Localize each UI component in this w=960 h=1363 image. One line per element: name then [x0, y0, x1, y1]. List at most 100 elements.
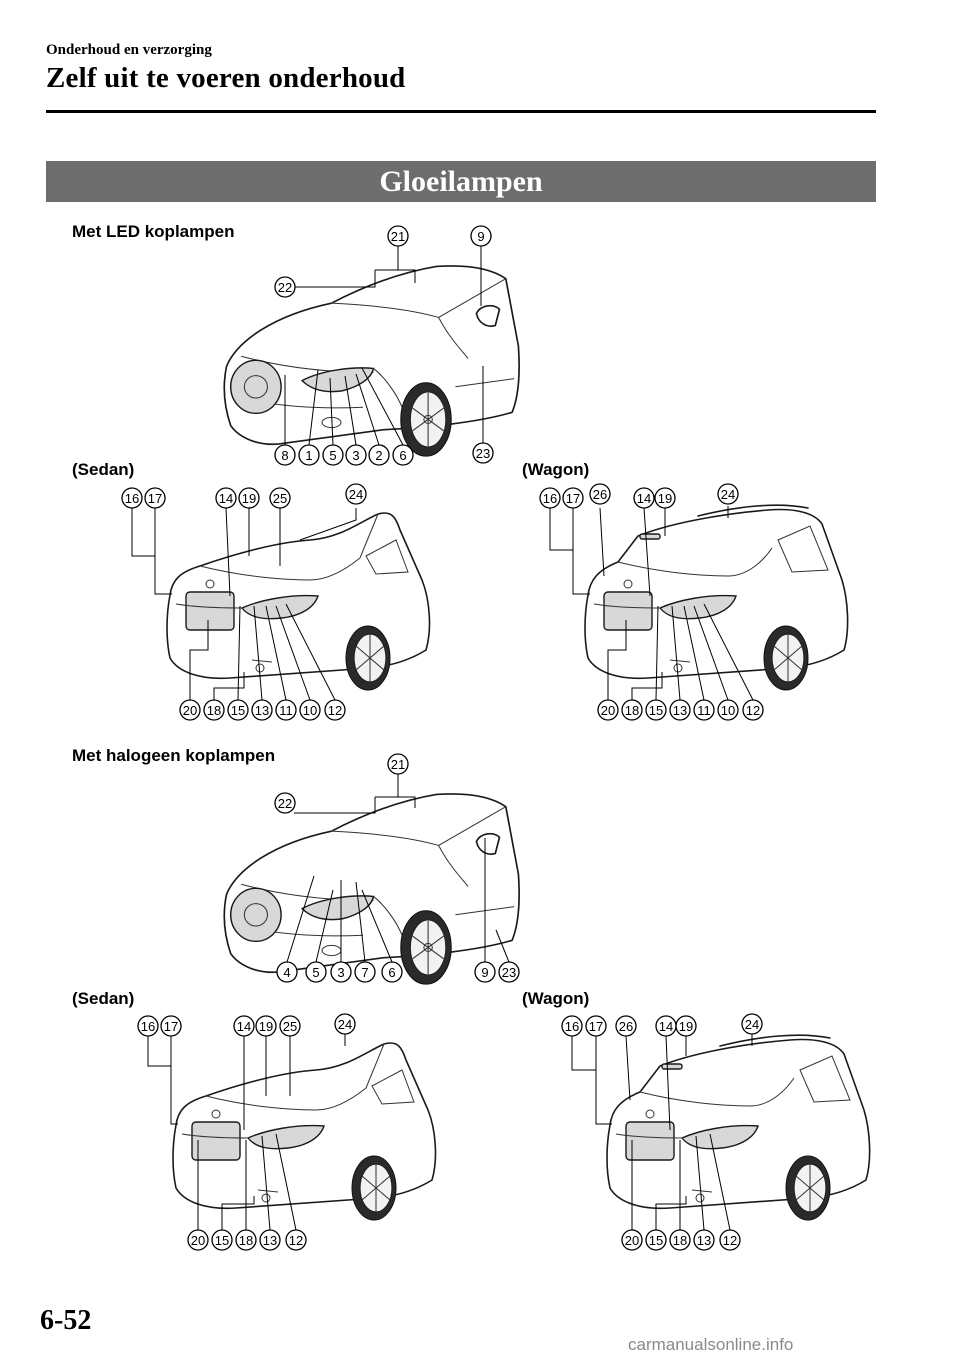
label-led-wagon: (Wagon)	[522, 460, 590, 479]
callout-hal-sedan-rear-20: 20	[187, 1229, 209, 1251]
callout-circle	[392, 444, 414, 466]
callout-hal-wagon-rear-14: 14	[655, 1015, 677, 1037]
callout-number: 15	[231, 703, 245, 718]
title-rule	[46, 110, 876, 113]
callout-circle	[717, 699, 739, 721]
callout-number: 14	[659, 1019, 673, 1034]
callout-led-sedan-rear-16: 16	[121, 487, 143, 509]
label-halogen-sedan: (Sedan)	[72, 989, 135, 1008]
label-led-sedan: (Sedan)	[72, 460, 135, 479]
callout-number: 18	[625, 703, 639, 718]
callout-number: 12	[328, 703, 342, 718]
callout-circle	[259, 1229, 281, 1251]
callout-circle	[274, 792, 296, 814]
callout-circle	[742, 699, 764, 721]
callout-number: 26	[619, 1019, 633, 1034]
callout-hal-wagon-rear-17: 17	[585, 1015, 607, 1037]
callout-circle	[203, 699, 225, 721]
callout-circle	[345, 483, 367, 505]
callout-number: 14	[237, 1019, 251, 1034]
callout-circle	[305, 961, 327, 983]
callout-circle	[368, 444, 390, 466]
callout-hal-wagon-rear-26: 26	[615, 1015, 637, 1037]
label-halogen-wagon: (Wagon)	[522, 989, 590, 1008]
callout-hal-front-6: 6	[381, 961, 403, 983]
car-rear-wagon-halogen	[606, 1034, 871, 1221]
callout-circle	[645, 699, 667, 721]
callout-number: 15	[649, 703, 663, 718]
callout-led-front-3: 3	[345, 444, 367, 466]
callout-number: 24	[349, 487, 363, 502]
callout-number: 16	[543, 491, 557, 506]
callout-circle	[498, 961, 520, 983]
callout-circle	[585, 1015, 607, 1037]
callout-led-front-22: 22	[274, 276, 296, 298]
callout-number: 24	[745, 1017, 759, 1032]
callout-circle	[621, 1229, 643, 1251]
callout-hal-sedan-rear-16: 16	[137, 1015, 159, 1037]
callout-led-wagon-rear-11: 11	[693, 699, 715, 721]
callout-number: 11	[697, 703, 711, 718]
callout-number: 20	[625, 1233, 639, 1248]
callout-circle	[669, 1229, 691, 1251]
callout-circle	[675, 1015, 697, 1037]
callout-number: 16	[565, 1019, 579, 1034]
callout-circle	[589, 483, 611, 505]
callout-circle	[354, 961, 376, 983]
callout-number: 16	[125, 491, 139, 506]
callout-led-sedan-rear-14: 14	[215, 487, 237, 509]
callout-number: 22	[278, 796, 292, 811]
callout-circle	[387, 225, 409, 247]
callout-number: 12	[746, 703, 760, 718]
callout-led-sedan-rear-24: 24	[345, 483, 367, 505]
callout-led-front-9: 9	[470, 225, 492, 247]
callout-number: 21	[391, 757, 405, 772]
callout-hal-front-23: 23	[498, 961, 520, 983]
callout-circle	[693, 1229, 715, 1251]
leader-lines	[131, 246, 754, 1231]
callout-number: 9	[477, 229, 484, 244]
label-halogen-headlights: Met halogeen koplampen	[72, 746, 276, 765]
callout-led-wagon-rear-26: 26	[589, 483, 611, 505]
callout-number: 12	[723, 1233, 737, 1248]
callout-circle	[669, 699, 691, 721]
callout-circle	[274, 276, 296, 298]
callout-hal-wagon-rear-18: 18	[669, 1229, 691, 1251]
callout-circle	[717, 483, 739, 505]
callout-number: 13	[697, 1233, 711, 1248]
callout-number: 13	[673, 703, 687, 718]
callout-hal-front-4: 4	[276, 961, 298, 983]
callout-circle	[274, 444, 296, 466]
callout-led-wagon-rear-14: 14	[633, 487, 655, 509]
callout-circle	[215, 487, 237, 509]
callout-circle	[381, 961, 403, 983]
callout-number: 5	[312, 965, 319, 980]
callout-circle	[233, 1015, 255, 1037]
callout-circle	[562, 487, 584, 509]
callout-circle	[275, 699, 297, 721]
page-number: 6-52	[40, 1305, 92, 1336]
callout-hal-wagon-rear-12: 12	[719, 1229, 741, 1251]
callout-circle	[719, 1229, 741, 1251]
callout-circle	[137, 1015, 159, 1037]
callout-number: 19	[259, 1019, 273, 1034]
callout-hal-sedan-rear-13: 13	[259, 1229, 281, 1251]
callout-led-front-23: 23	[472, 442, 494, 464]
callout-led-wagon-rear-15: 15	[645, 699, 667, 721]
callout-number: 19	[679, 1019, 693, 1034]
callout-number: 17	[148, 491, 162, 506]
callout-led-front-21: 21	[387, 225, 409, 247]
callout-circle	[144, 487, 166, 509]
callout-hal-sedan-rear-14: 14	[233, 1015, 255, 1037]
callout-circle	[269, 487, 291, 509]
callout-number: 20	[191, 1233, 205, 1248]
callout-circle	[334, 1013, 356, 1035]
callout-number: 10	[721, 703, 735, 718]
callout-circle	[276, 961, 298, 983]
callout-number: 19	[658, 491, 672, 506]
callout-hal-sedan-rear-18: 18	[235, 1229, 257, 1251]
section-name: Onderhoud en verzorging	[46, 42, 212, 58]
callout-led-front-2: 2	[368, 444, 390, 466]
callout-circle	[160, 1015, 182, 1037]
